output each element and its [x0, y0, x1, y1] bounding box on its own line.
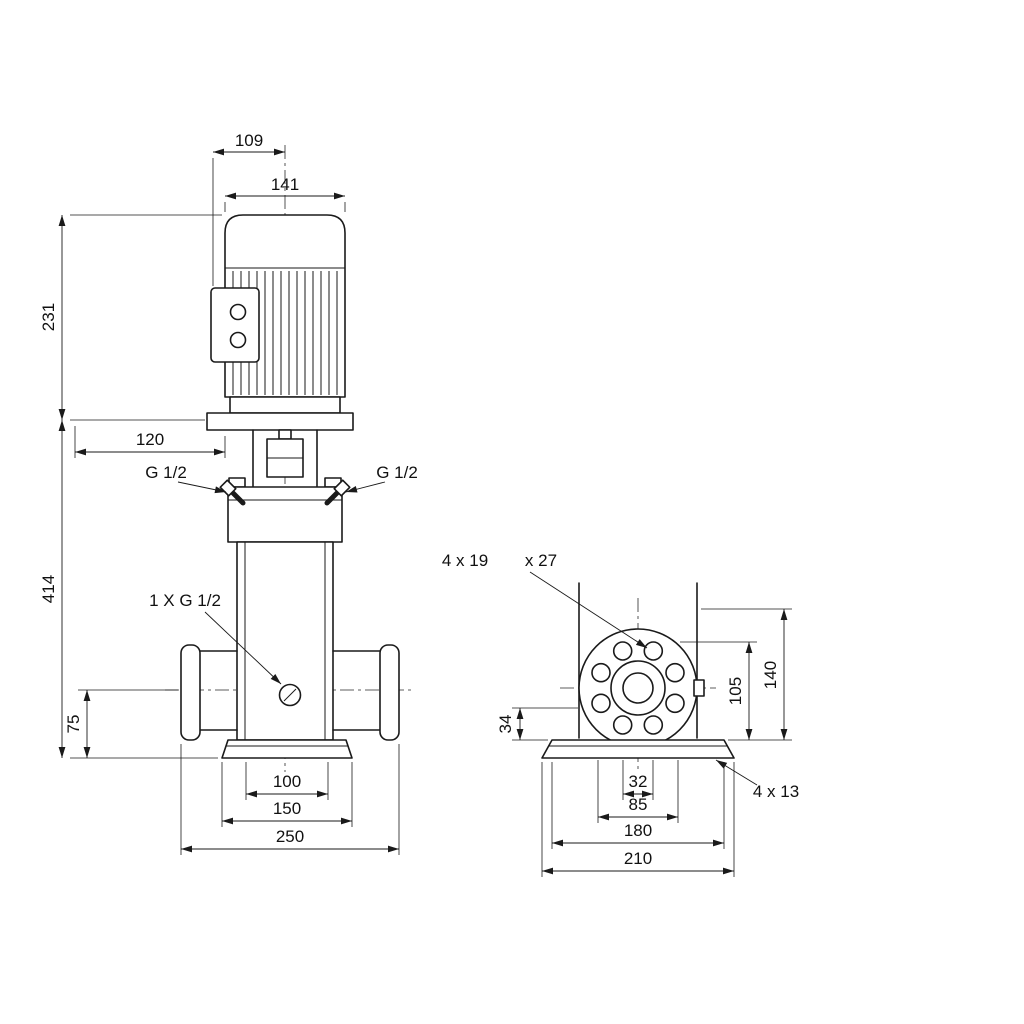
- pump-body-side: [578, 582, 698, 739]
- discharge-flange-face: [379, 644, 400, 741]
- dim-180-label: 180: [624, 821, 652, 840]
- sleeve-outer: [236, 541, 334, 741]
- drain-port-label: 1 X G 1/2: [149, 591, 221, 610]
- terminal-box-gland-top: [229, 303, 247, 321]
- suction-flange: [180, 644, 238, 741]
- dim-414-label: 414: [39, 575, 58, 603]
- base-side-outline: [541, 739, 735, 759]
- flange-raised-face: [610, 660, 666, 716]
- vent-plug-right-head: [333, 479, 351, 497]
- dim-105-label: 105: [726, 677, 745, 705]
- side-dimensions: 4 x 19 x 27 34 105 140 4 x 13 32: [442, 551, 799, 877]
- terminal-box-body: [210, 287, 260, 363]
- motor-adapter: [229, 396, 341, 414]
- motor: [210, 214, 346, 398]
- base-hole-leader: [715, 759, 758, 786]
- pump-head: [219, 477, 351, 543]
- drain-plug: [278, 683, 302, 707]
- dim-231-label: 231: [39, 303, 58, 331]
- port-right-leader: [345, 481, 386, 493]
- base-hole-note-label: 4 x 13: [753, 782, 799, 801]
- port-bore: [622, 672, 654, 704]
- base-plate-front: [221, 739, 353, 759]
- terminal-box-gland-bottom: [229, 331, 247, 349]
- shaft-stub: [278, 429, 292, 440]
- base-plate-side: [541, 739, 735, 759]
- dim-150-label: 150: [273, 799, 301, 818]
- head-body: [227, 486, 343, 543]
- port-left-leader: [177, 481, 227, 494]
- front-view: 109 141 231 414 120 75 G: [39, 131, 418, 855]
- port-right-label: G 1/2: [376, 463, 418, 482]
- dim-100-label: 100: [273, 772, 301, 791]
- discharge-flange: [332, 644, 400, 741]
- flange-side-tab: [693, 679, 705, 697]
- terminal-box: [210, 287, 260, 363]
- side-view: 4 x 19 x 27 34 105 140 4 x 13 32: [442, 551, 799, 877]
- dim-141-label: 141: [271, 175, 299, 194]
- bolt-hole-note-label: 4 x 19: [442, 551, 488, 570]
- dim-140-label: 140: [761, 661, 780, 689]
- dim-32-label: 32: [629, 772, 648, 791]
- drain-port-leader: [204, 611, 282, 685]
- dim-85-label: 85: [629, 795, 648, 814]
- flange-bolt-holes: [591, 641, 685, 735]
- vent-plug-left: [219, 479, 246, 506]
- motor-stool: [206, 396, 354, 488]
- bolt-hole-leader: [529, 571, 648, 649]
- dim-210-label: 210: [624, 849, 652, 868]
- coupling: [266, 429, 304, 478]
- port-flange-circle: [578, 628, 705, 748]
- base-front-outline: [221, 739, 353, 759]
- vent-plug-right: [324, 479, 351, 506]
- dim-250-label: 250: [276, 827, 304, 846]
- chamber-stack: [236, 541, 334, 741]
- stool-flange: [206, 412, 354, 431]
- drain-plug-slot: [283, 688, 297, 702]
- port-left-label: G 1/2: [145, 463, 187, 482]
- dim-120-label: 120: [136, 430, 164, 449]
- bolt-counterbore-note-label: x 27: [525, 551, 557, 570]
- front-dimensions: 109 141 231 414 120 75 G: [39, 131, 418, 855]
- suction-flange-face: [180, 644, 201, 741]
- dim-75-label: 75: [64, 715, 83, 734]
- dim-34-label: 34: [496, 715, 515, 734]
- dim-109-label: 109: [235, 131, 263, 150]
